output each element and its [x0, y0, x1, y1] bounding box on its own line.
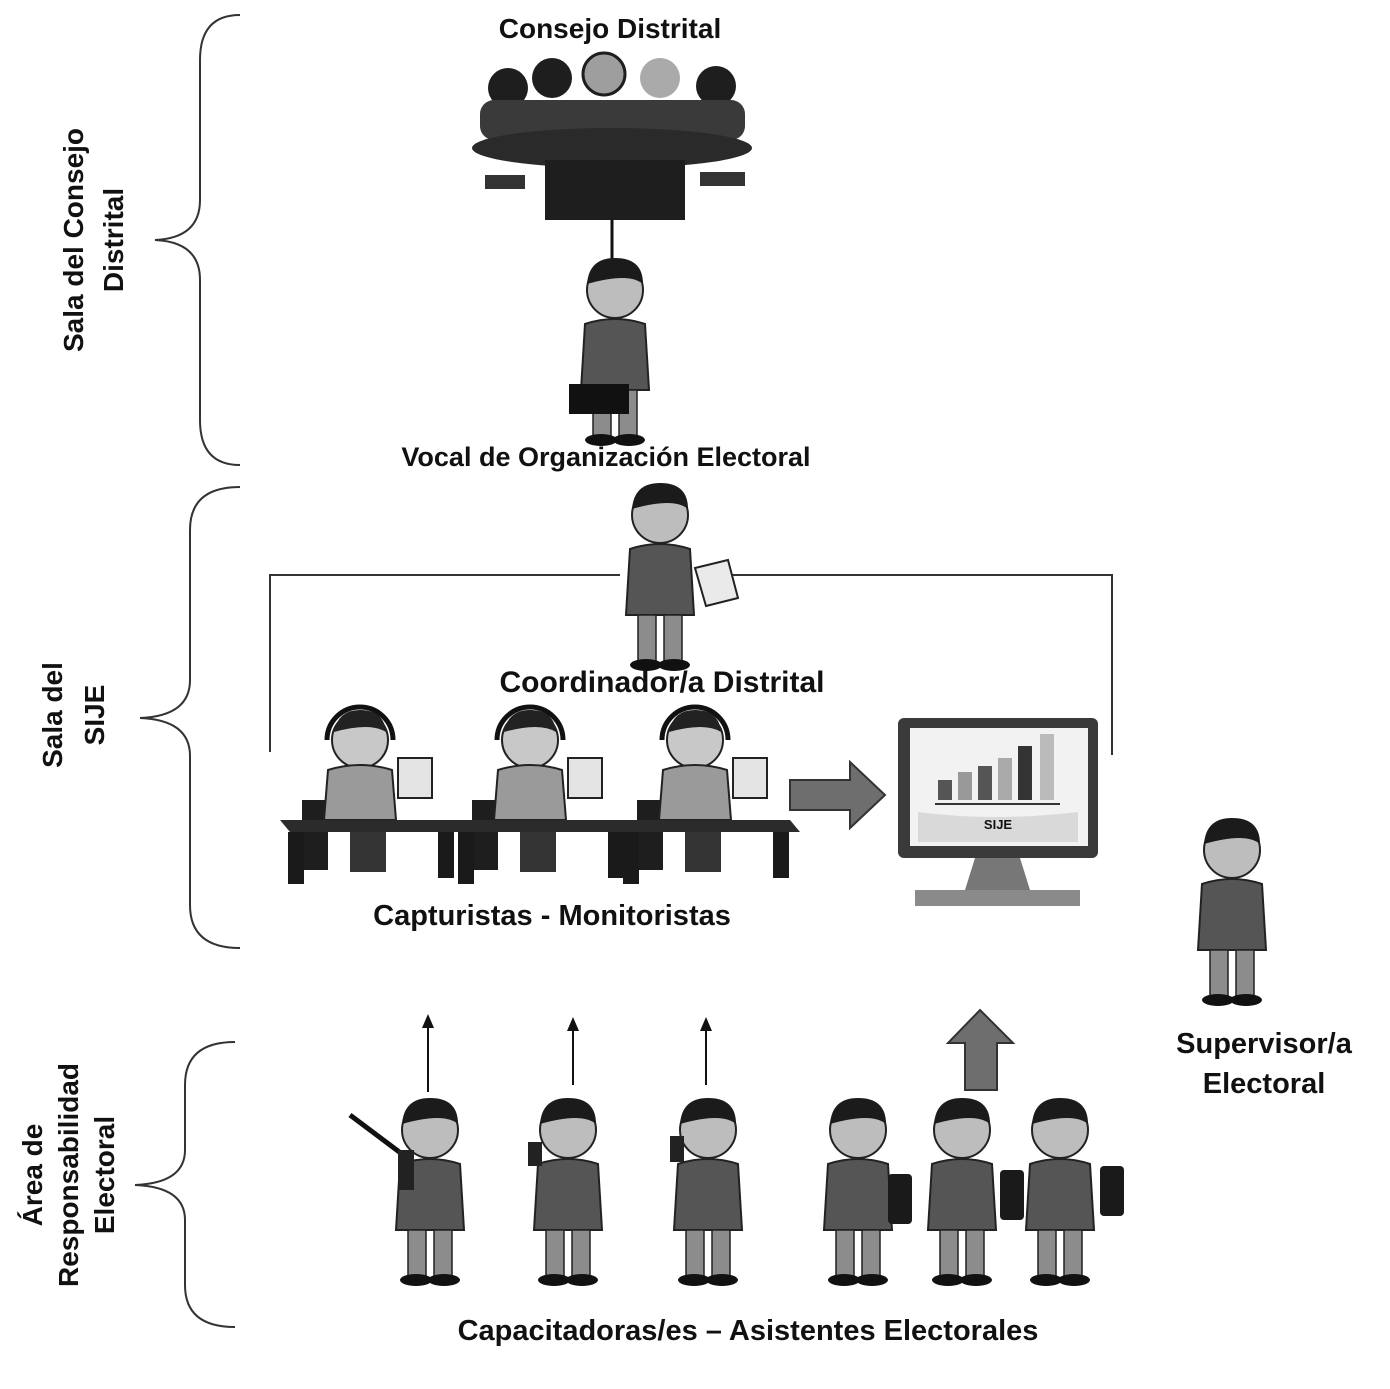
- sije-monitor-icon: SIJE: [898, 718, 1098, 906]
- brace-consejo: [154, 14, 241, 466]
- section-label-consejo-1: Sala del Consejo: [58, 128, 89, 352]
- vocal-label: Vocal de Organización Electoral: [401, 442, 810, 472]
- supervisor-person-icon: [1197, 817, 1267, 1007]
- field-assistant-icon-5: [927, 1097, 1024, 1287]
- section-label-sije-1: Sala del: [37, 662, 68, 768]
- coordinador-label: Coordinador/a Distrital: [499, 666, 824, 699]
- section-label-sije-2: SIJE: [79, 685, 110, 746]
- vocal-person-icon: [569, 257, 650, 447]
- consejo-title: Consejo Distrital: [499, 13, 721, 44]
- brace-area: [134, 1041, 236, 1328]
- supervisor-label-2: Electoral: [1203, 1068, 1326, 1100]
- monitor-text: SIJE: [984, 817, 1013, 832]
- operator-desk-icon-2: [450, 707, 635, 884]
- capturistas-label: Capturistas - Monitoristas: [373, 900, 731, 932]
- section-label-consejo-2: Distrital: [98, 188, 129, 292]
- supervisor-label-1: Supervisor/a: [1176, 1028, 1353, 1060]
- field-assistant-icon-1: [348, 1097, 465, 1287]
- section-label-area-1: Área de: [17, 1124, 48, 1227]
- field-assistant-icon-6: [1025, 1097, 1124, 1287]
- coordinator-person-icon: [620, 482, 740, 672]
- brace-sije: [139, 486, 241, 949]
- field-assistant-icon-3: [670, 1097, 743, 1287]
- operator-desk-icon-3: [615, 707, 800, 884]
- operator-desk-icon-1: [280, 707, 465, 884]
- capacitadores-label: Capacitadoras/es – Asistentes Electorale…: [458, 1315, 1039, 1347]
- right-arrow-icon: [789, 759, 887, 831]
- field-assistant-icon-2: [528, 1097, 603, 1287]
- council-meeting-icon: [472, 51, 752, 220]
- section-label-area-2: Responsabilidad: [53, 1063, 84, 1287]
- section-label-area-3: Electoral: [89, 1116, 120, 1234]
- upward-arrows: [422, 1014, 712, 1092]
- up-arrow-icon: [945, 1008, 1016, 1091]
- field-assistant-icon-4: [823, 1097, 912, 1287]
